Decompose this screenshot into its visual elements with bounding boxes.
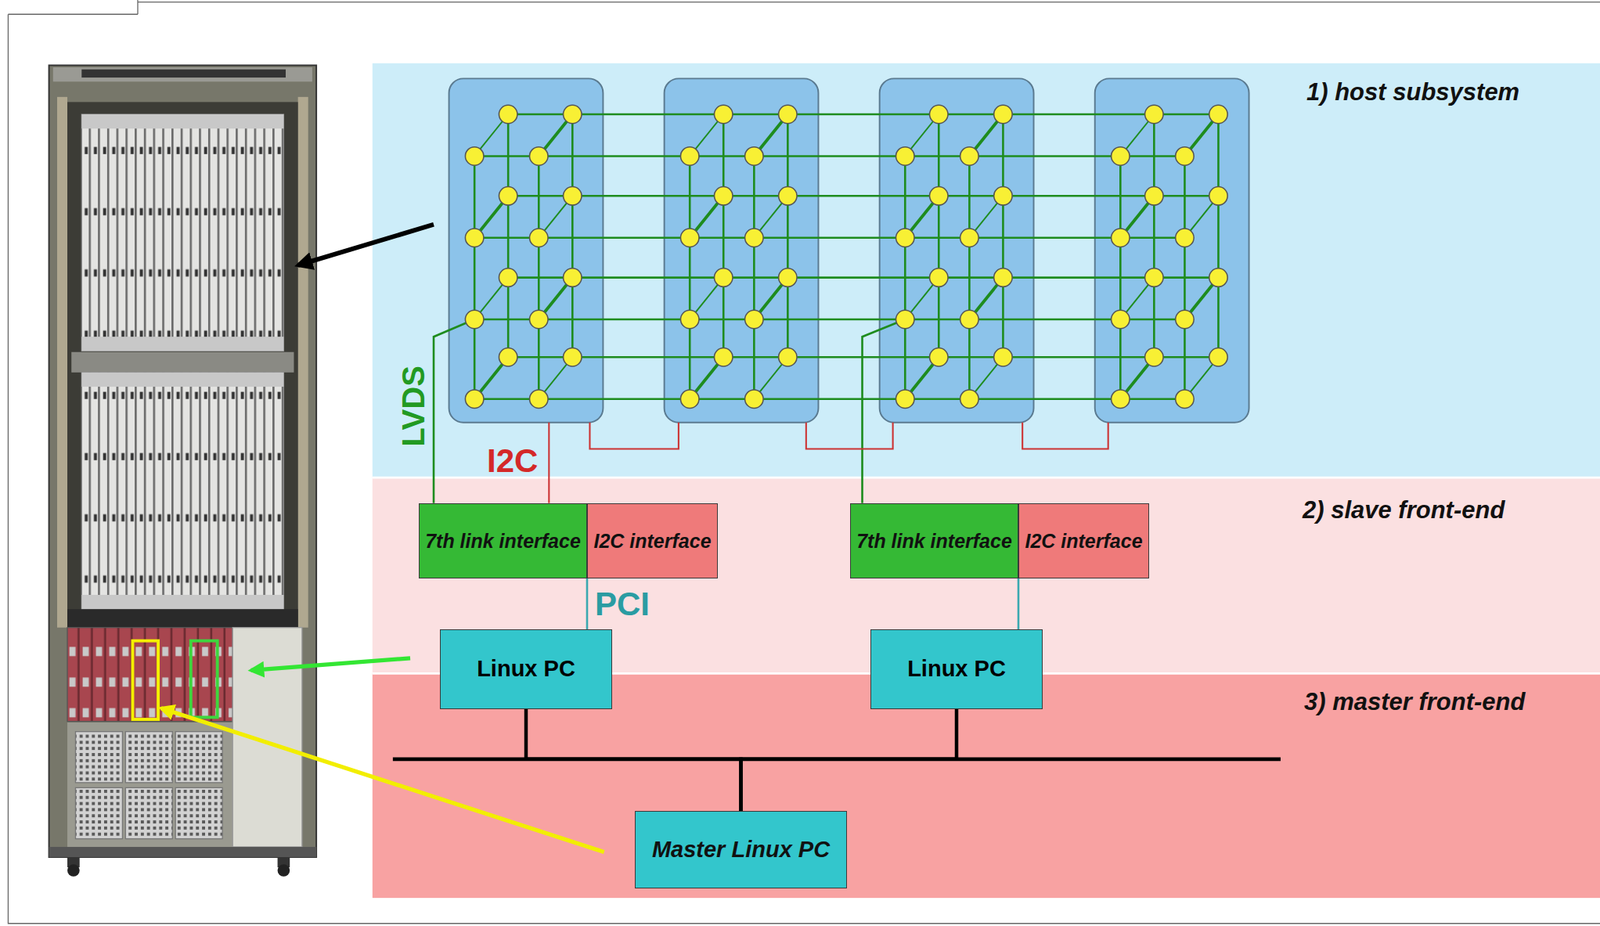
- i2c-wire: [806, 422, 894, 450]
- signal-label: I2C: [486, 444, 538, 478]
- host-board: [449, 78, 604, 422]
- pointer-arrow: [251, 658, 411, 671]
- lvds-wire: [862, 319, 906, 504]
- box-label: Linux PC: [476, 655, 576, 682]
- pointer-arrow: [298, 224, 434, 266]
- band-heading: 3) master front-end: [1304, 687, 1525, 717]
- bus-label: PCI: [594, 587, 650, 621]
- rack-photo: [49, 64, 318, 876]
- box-label: Linux PC: [907, 655, 1006, 682]
- band-heading: 1) host subsystem: [1306, 77, 1520, 107]
- pc-box: Master Linux PC: [634, 810, 847, 889]
- host-board: [879, 78, 1035, 422]
- interface-box: 7th link interface: [418, 503, 588, 579]
- cube-links: [689, 114, 788, 400]
- band-fill: [372, 63, 1600, 478]
- connector-line: [526, 709, 742, 811]
- i2c-wire: [1022, 422, 1109, 450]
- connector-line: [1017, 578, 1020, 630]
- pc-box: Linux PC: [870, 629, 1043, 710]
- connector-line: [586, 578, 589, 630]
- cube-links: [474, 114, 573, 400]
- node-dots: [680, 104, 797, 408]
- band-region: 1) host subsystem: [372, 63, 1600, 478]
- box-label: 7th link interface: [856, 529, 1013, 553]
- page-frame: [7, 0, 1600, 924]
- host-board: [1095, 78, 1250, 422]
- connector-line: [741, 709, 958, 811]
- band-region: 3) master front-endMaster Linux PC: [372, 673, 1600, 898]
- cube-links: [1120, 114, 1219, 400]
- cube-links: [904, 114, 1003, 400]
- box-label: I2C interface: [1024, 529, 1143, 553]
- box-label: I2C interface: [593, 529, 711, 553]
- box-label: Master Linux PC: [652, 836, 830, 864]
- band-heading: 2) slave front-end: [1302, 495, 1505, 525]
- interface-box: I2C interface: [587, 503, 718, 579]
- torus-links: [474, 114, 1219, 400]
- i2c-wire: [547, 422, 550, 504]
- band-separator: [372, 476, 1600, 480]
- node-dots: [896, 104, 1013, 408]
- signal-label: LVDS: [397, 365, 429, 447]
- pc-box: Linux PC: [439, 629, 613, 710]
- host-board: [664, 78, 819, 422]
- interface-box: 7th link interface: [850, 503, 1019, 579]
- interface-box: I2C interface: [1018, 503, 1150, 579]
- pointer-arrow: [161, 708, 605, 853]
- i2c-wire: [589, 422, 678, 450]
- node-dots: [1111, 104, 1229, 408]
- box-label: 7th link interface: [425, 529, 581, 553]
- lvds-wire: [433, 319, 475, 504]
- node-dots: [464, 104, 582, 408]
